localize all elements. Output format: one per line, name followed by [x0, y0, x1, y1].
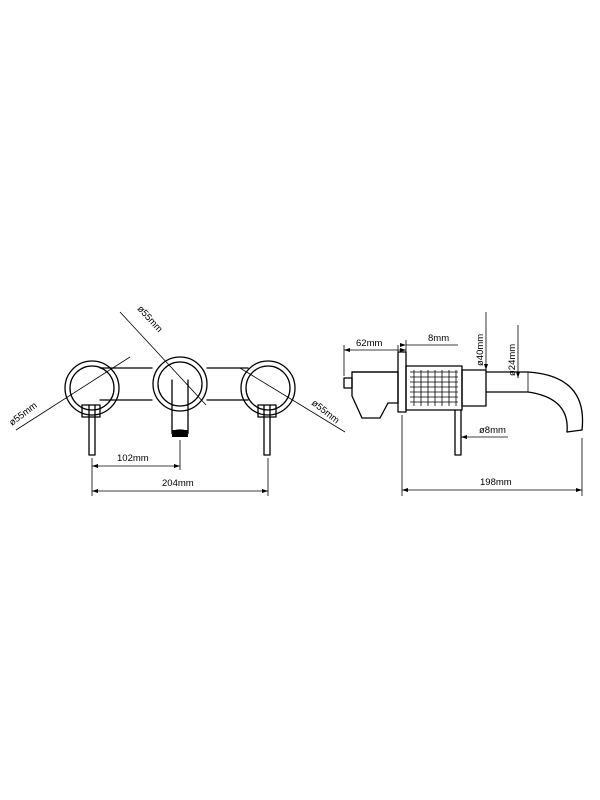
- handle-diameter-label: ø8mm: [479, 425, 506, 436]
- center-wall-plate: [152, 356, 208, 412]
- dimension-24: ø24mm: [507, 325, 520, 378]
- left-wall-plate: [64, 360, 120, 416]
- leader-right: [239, 367, 346, 433]
- right-handle: [257, 404, 277, 456]
- dimension-8: 8mm: [400, 333, 458, 352]
- body-tail: [461, 369, 487, 407]
- left-plate-diameter-label: ø55mm: [7, 400, 39, 428]
- body-diameter-label: ø40mm: [475, 334, 486, 366]
- spout-diameter-label: ø24mm: [507, 344, 518, 376]
- plate-thickness-label: 8mm: [428, 333, 449, 344]
- dimension-40: ø40mm: [475, 312, 488, 370]
- left-handle: [81, 404, 101, 456]
- dimension-204: 204mm: [91, 458, 269, 496]
- handle-to-spout-label: 102mm: [117, 453, 149, 464]
- front-view: ø55mm ø55mm ø55mm 102mm 204mm: [7, 304, 346, 496]
- side-wall-plate: [397, 351, 407, 413]
- center-plate-diameter-label: ø55mm: [135, 304, 165, 335]
- bracket-tab: [343, 377, 353, 389]
- knurled-body: [405, 365, 463, 411]
- right-wall-plate: [240, 360, 296, 416]
- dimension-102: 102mm: [91, 440, 181, 470]
- side-handle: [454, 409, 462, 456]
- spout-front: [171, 379, 189, 437]
- handle-to-handle-label: 204mm: [162, 478, 194, 489]
- dimension-198: 198mm: [401, 415, 583, 496]
- leader-center: [119, 311, 207, 406]
- total-length-label: 198mm: [480, 477, 512, 488]
- side-view: 62mm 8mm ø40mm ø24mm ø8mm: [343, 312, 584, 496]
- dimension-62: 62mm: [343, 338, 406, 376]
- right-plate-diameter-label: ø55mm: [309, 398, 341, 427]
- side-spout: [485, 371, 584, 433]
- dimension-8-handle: ø8mm: [461, 425, 508, 439]
- mounting-bracket: [351, 371, 399, 419]
- connecting-pipe: [99, 367, 249, 401]
- plate-depth-label: 62mm: [356, 338, 382, 349]
- leader-left: [15, 356, 131, 431]
